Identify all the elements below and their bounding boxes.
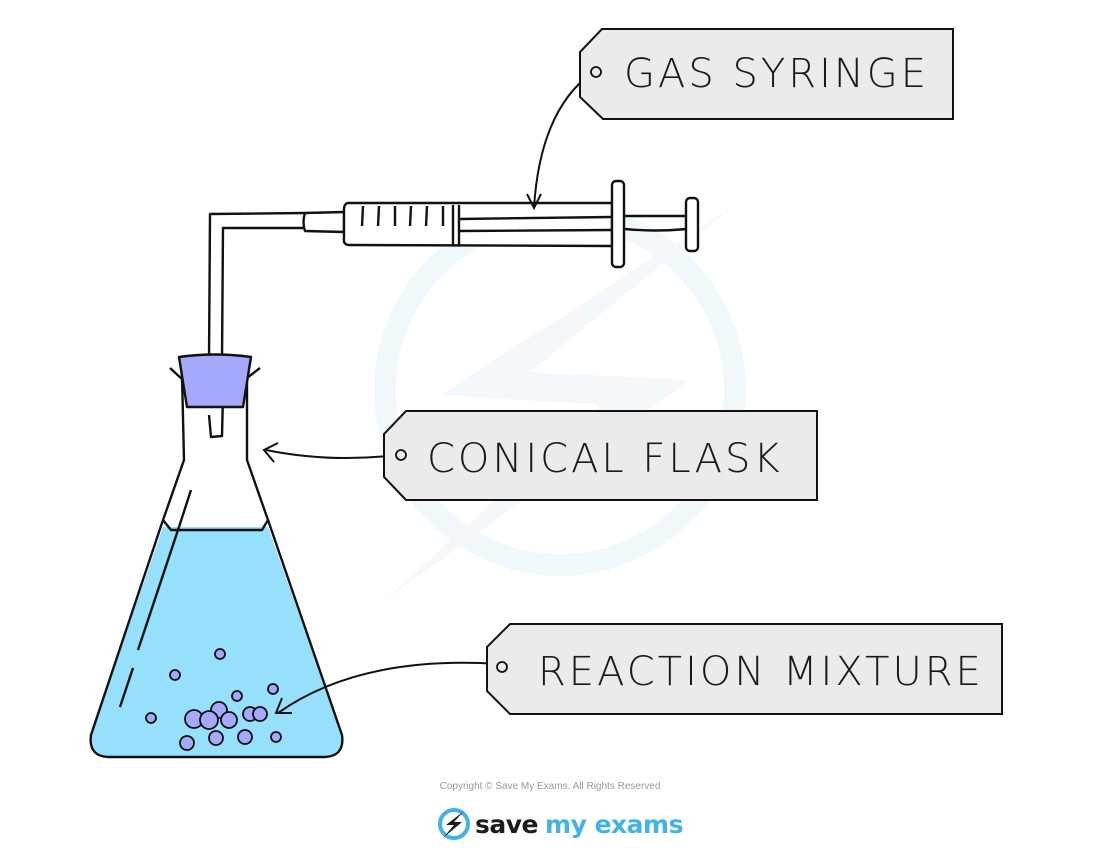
particle xyxy=(231,690,243,702)
syringe-graduations xyxy=(360,205,445,227)
reaction-particles xyxy=(145,648,282,751)
particle xyxy=(252,706,268,722)
watermark-logo-icon xyxy=(374,204,746,600)
gas-syringe xyxy=(302,179,700,269)
particle xyxy=(237,729,253,745)
particle xyxy=(169,669,181,681)
reaction-mixture-arrow xyxy=(277,661,500,714)
brand-logo: save my exams xyxy=(437,806,683,842)
particle xyxy=(270,731,282,743)
reaction-liquid xyxy=(90,527,343,757)
brand-my-exams: my exams xyxy=(545,809,683,839)
particle xyxy=(267,683,279,695)
tag-conical-flask: CONICAL FLASK xyxy=(383,410,818,501)
delivery-tube xyxy=(207,211,306,439)
particle xyxy=(208,730,224,746)
rubber-bung xyxy=(177,353,253,409)
conical-flask-arrow xyxy=(265,449,398,460)
particle xyxy=(145,712,157,724)
copyright-notice: Copyright © Save My Exams. All Rights Re… xyxy=(439,781,661,792)
label-gas-syringe: GAS SYRINGE xyxy=(624,51,929,97)
conical-flask xyxy=(89,353,344,759)
particle xyxy=(179,735,195,751)
particle xyxy=(199,710,219,730)
label-conical-flask: CONICAL FLASK xyxy=(427,436,783,482)
tag-gas-syringe: GAS SYRINGE xyxy=(579,28,954,120)
label-reaction-mixture: REACTION MIXTURE xyxy=(538,649,984,695)
brand-save: save xyxy=(475,809,539,839)
lightning-logo-icon xyxy=(438,808,470,840)
tag-reaction-mixture: REACTION MIXTURE xyxy=(486,623,1003,715)
particle xyxy=(214,648,226,660)
particle xyxy=(220,711,238,729)
